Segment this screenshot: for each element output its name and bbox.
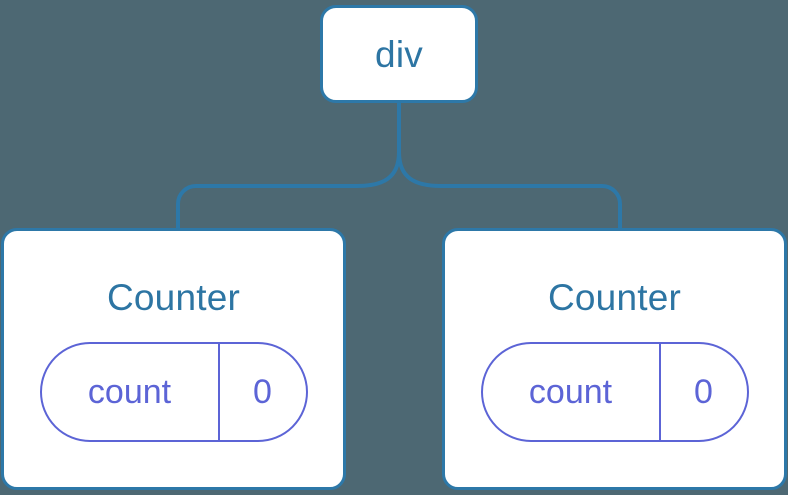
state-pill-left[interactable]: count 0 — [39, 342, 308, 442]
state-key-left: count — [42, 344, 220, 440]
node-counter-right-label: Counter — [547, 277, 682, 318]
node-counter-right[interactable]: Counter count 0 — [442, 228, 787, 490]
node-div-label: div — [375, 33, 423, 75]
connector-branch-left — [176, 151, 401, 231]
node-div[interactable]: div — [320, 5, 478, 103]
state-value-left: 0 — [253, 373, 272, 411]
node-counter-left-label: Counter — [106, 277, 241, 318]
connector-branch-right — [397, 151, 622, 231]
state-pill-right[interactable]: count 0 — [480, 342, 749, 442]
state-key-right: count — [483, 344, 661, 440]
state-value-right: 0 — [694, 373, 713, 411]
node-counter-left[interactable]: Counter count 0 — [1, 228, 346, 490]
